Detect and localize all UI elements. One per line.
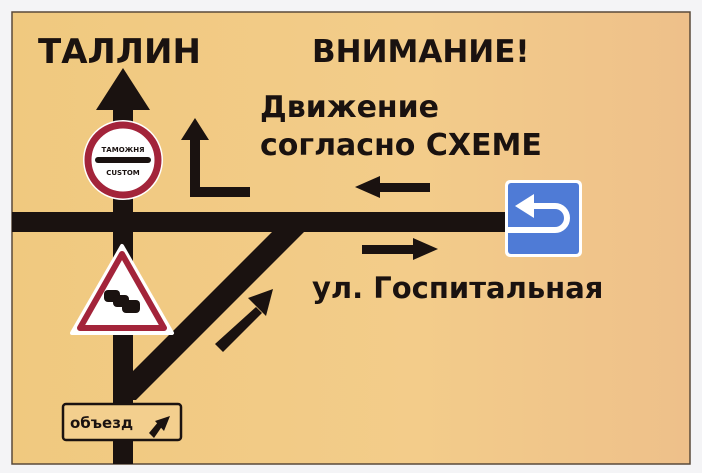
- left-arrow-icon: [375, 183, 430, 192]
- detour-label: объезд: [70, 414, 133, 432]
- diagonal-arrow-icon: [215, 307, 262, 352]
- arrow-up-right-icon: [155, 416, 170, 431]
- north-arrow-head: [96, 68, 150, 110]
- customs-top-label: ТАМОЖНЯ: [102, 146, 145, 154]
- notice-line-2: согласно СХЕМЕ: [260, 128, 542, 163]
- detour-plate: объезд: [61, 402, 183, 442]
- street-label: ул. Госпитальная: [312, 271, 603, 305]
- notice-line-1: Движение: [260, 90, 439, 125]
- u-turn-arrow-icon: [508, 203, 570, 233]
- warning-title: ВНИМАНИЕ!: [312, 34, 530, 70]
- right-arrow-icon: [362, 245, 417, 254]
- destination-label: ТАЛЛИН: [38, 32, 201, 72]
- turn-arrow-stem: [190, 135, 200, 197]
- customs-sign: ТАМОЖНЯ CUSTOM: [83, 120, 163, 200]
- turn-arrow-head-icon: [181, 118, 209, 140]
- u-turn-sign: [505, 180, 582, 257]
- customs-bottom-label: CUSTOM: [106, 169, 140, 177]
- horizontal-road: [12, 212, 507, 232]
- traffic-jam-warning-sign: [70, 244, 174, 335]
- diagonal-road: [120, 214, 306, 400]
- cars-icon: [104, 290, 140, 313]
